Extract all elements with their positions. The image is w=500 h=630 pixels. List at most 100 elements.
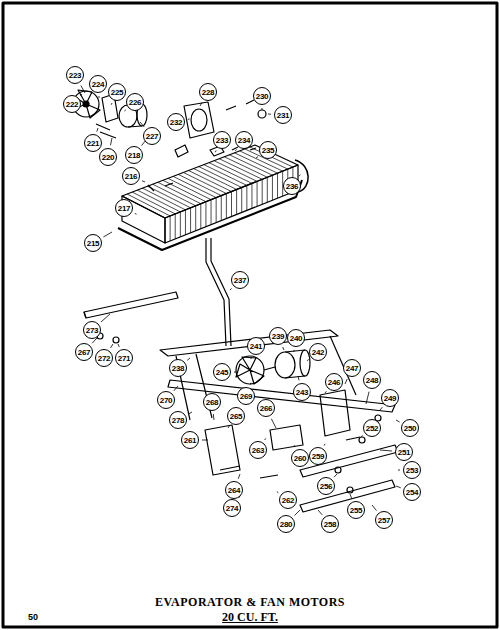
coil-fin — [246, 185, 247, 210]
evaporator-coil — [118, 145, 308, 250]
callout-number: 225 — [108, 83, 126, 101]
leader-line — [324, 444, 325, 446]
coil-fin — [209, 163, 252, 184]
coil-fin — [194, 169, 237, 190]
callout-number: 264 — [225, 481, 243, 499]
leader-line — [97, 128, 98, 132]
leader-line — [299, 175, 300, 177]
condenser-fan-motor — [236, 350, 310, 384]
callout-number: 251 — [395, 443, 413, 461]
callout-number: 253 — [403, 461, 421, 479]
callout-number: 215 — [84, 234, 102, 252]
callout-number: 278 — [169, 411, 187, 429]
coil-fin — [180, 212, 181, 237]
callout-number: 226 — [126, 93, 144, 111]
coil-fin — [178, 174, 221, 195]
drain-tube — [206, 238, 231, 346]
coil-fin — [236, 189, 237, 214]
callout-number: 273 — [83, 321, 101, 339]
callout-number: 238 — [169, 359, 187, 377]
coil-fin — [183, 172, 226, 193]
leader-line — [283, 347, 284, 350]
leader-line — [188, 118, 190, 119]
leader-line — [277, 492, 279, 493]
callout-number: 260 — [291, 449, 309, 467]
leader-line — [345, 379, 347, 384]
page-frame — [3, 3, 497, 627]
leader-line — [174, 386, 178, 391]
callout-number: 267 — [75, 343, 93, 361]
coil-fin — [216, 198, 217, 223]
coil-fin — [257, 181, 258, 206]
leader-line — [265, 438, 266, 440]
callout-number: 265 — [227, 407, 245, 425]
callout-number: 228 — [199, 83, 217, 101]
leader-line — [380, 407, 382, 410]
leader-line — [366, 392, 369, 404]
coil-fin — [251, 183, 252, 208]
callout-number: 270 — [157, 391, 175, 409]
leader-line — [81, 85, 85, 93]
callout-number: 248 — [363, 371, 381, 389]
coil-fin — [195, 206, 196, 231]
coil-fin — [267, 177, 268, 202]
coil-fin — [224, 157, 267, 177]
callout-number: 262 — [279, 491, 297, 509]
coil-fin — [205, 202, 206, 227]
leader-line — [298, 376, 299, 380]
leader-line — [271, 419, 276, 428]
leader-line — [140, 122, 144, 127]
callout-number: 242 — [309, 343, 327, 361]
leader-line — [111, 103, 113, 105]
front-rail — [84, 292, 178, 343]
leader-line — [294, 510, 300, 516]
leader-line — [372, 505, 377, 511]
coil-fin — [185, 210, 186, 235]
subtitle: 20 CU. FT. — [222, 610, 278, 625]
leader-line — [318, 510, 322, 515]
callout-number: 252 — [363, 419, 381, 437]
leader-line — [250, 383, 252, 385]
leader-line — [110, 344, 113, 348]
coil-fin — [163, 180, 206, 201]
callout-number: 259 — [309, 447, 327, 465]
callout-number: 218 — [125, 146, 143, 164]
coil-fin — [221, 196, 222, 221]
coil-fin — [137, 190, 180, 212]
callout-number: 247 — [343, 359, 361, 377]
coil-fin — [199, 167, 242, 188]
callout-number: 217 — [115, 199, 133, 217]
callout-number: 234 — [235, 131, 253, 149]
evaporator-fan-assembly — [72, 90, 266, 156]
leader-line — [213, 414, 215, 420]
leader-line — [256, 157, 258, 158]
callout-number: 249 — [381, 389, 399, 407]
coil-fin — [200, 204, 201, 229]
callout-number: 222 — [63, 95, 81, 113]
leader-line — [103, 232, 112, 237]
coil-fin — [241, 187, 242, 212]
callout-number: 239 — [269, 327, 287, 345]
coil-fin — [272, 175, 273, 200]
base-frame — [160, 330, 398, 512]
callout-number: 230 — [253, 87, 271, 105]
leader-line — [350, 494, 352, 499]
leader-line — [396, 486, 401, 488]
coil-fin — [132, 192, 175, 214]
leader-line — [361, 435, 363, 436]
callout-number: 272 — [95, 349, 113, 367]
diagram-title: EVAPORATOR & FAN MOTORS — [155, 595, 345, 610]
leader-line — [268, 114, 271, 115]
leader-line — [188, 412, 192, 414]
coil-fin — [175, 214, 176, 239]
leader-line — [200, 102, 202, 106]
leader-line — [202, 440, 208, 441]
leader-line — [380, 450, 392, 451]
callout-number: 245 — [213, 363, 231, 381]
callout-number: 236 — [283, 177, 301, 195]
page-number: 50 — [28, 612, 38, 622]
coil-fin — [127, 194, 170, 216]
coil-fin — [190, 208, 191, 233]
callout-number: 258 — [321, 515, 339, 533]
leader-line — [142, 181, 145, 182]
